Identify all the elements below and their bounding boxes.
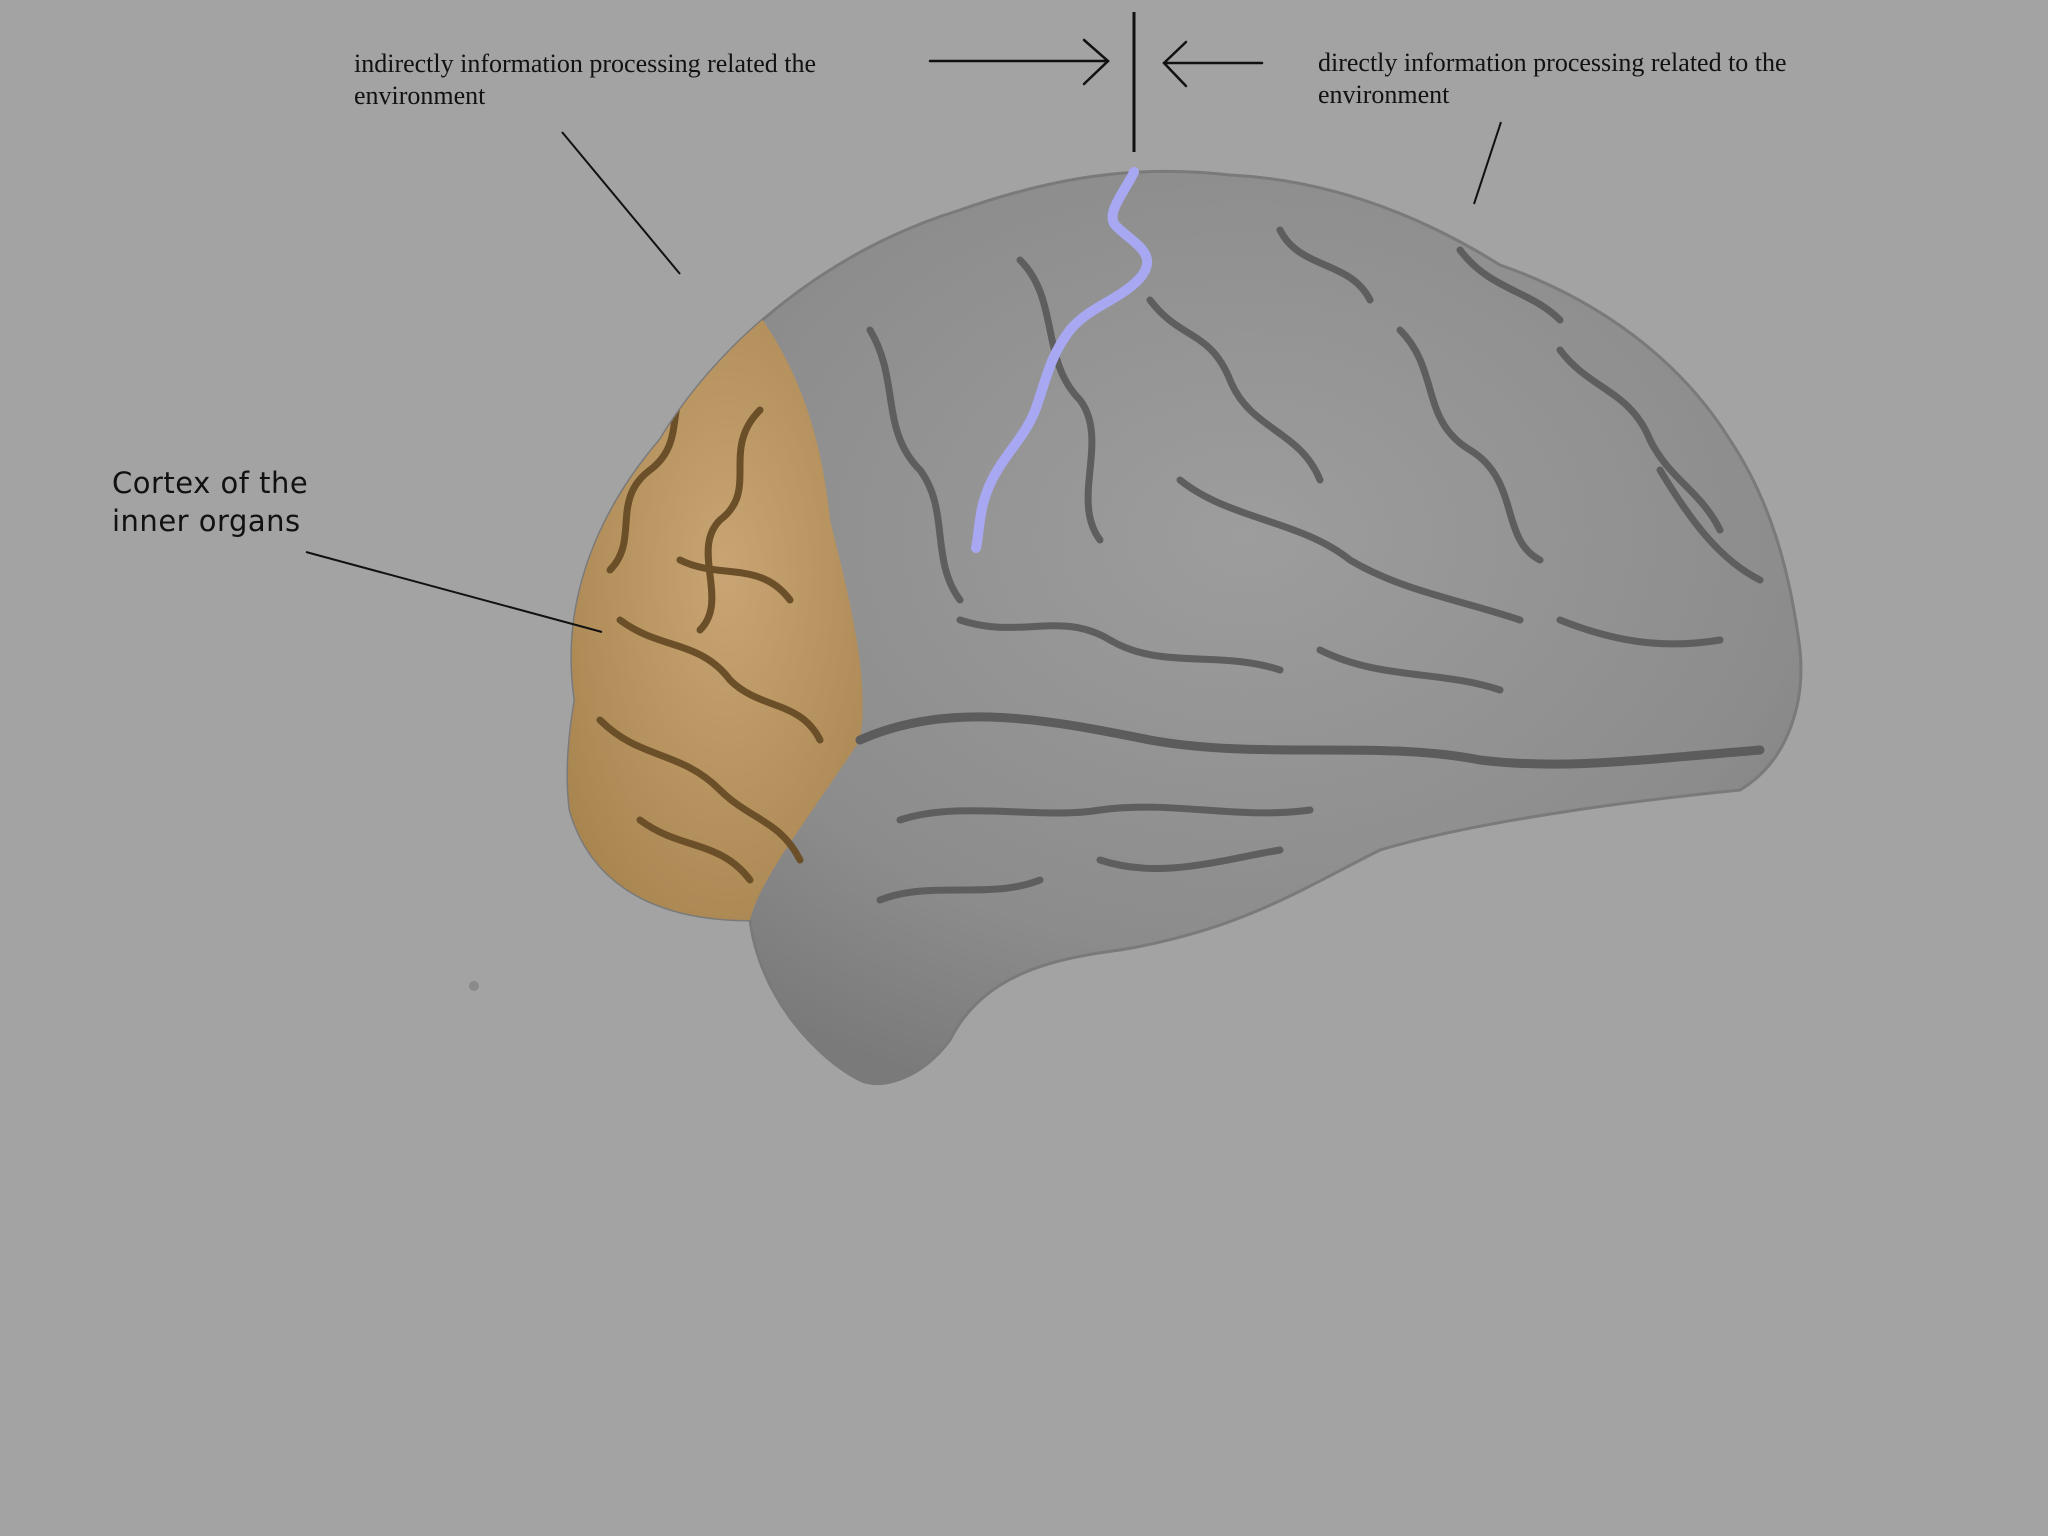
cortex-outline [566, 169, 1803, 1086]
inner-organs-pointer-line [305, 551, 603, 633]
direct-pointer-line [1473, 121, 1502, 205]
central-sulcus [971, 167, 1153, 553]
direct-processing-label: directly information processing related … [1318, 48, 1787, 109]
arrow-left-icon [1162, 40, 1264, 88]
dot-mark [469, 981, 479, 991]
indirect-processing-label: indirectly information processing relate… [354, 49, 817, 110]
lateral-fissure [855, 712, 1765, 769]
indirect-pointer-line [561, 131, 681, 275]
inner-organs-cortex-label: Cortex of the inner organs [112, 466, 309, 538]
gyri-texture [866, 226, 1764, 904]
arrow-right-icon [928, 38, 1110, 86]
brain-lateral-view [566, 167, 1803, 1086]
